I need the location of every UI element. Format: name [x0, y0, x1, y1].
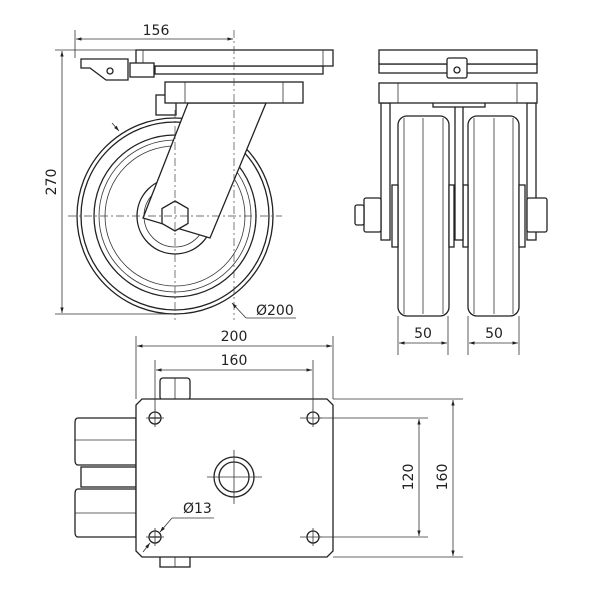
- top-plate: [135, 49, 334, 67]
- dim-200: 200: [221, 329, 248, 345]
- axle-nut-right: [526, 197, 548, 233]
- wheel-left-bottom: [74, 417, 137, 466]
- wheel-left: [397, 115, 450, 317]
- fork-leg-left: [380, 102, 391, 241]
- dim-hole-diameter: Ø13: [183, 501, 212, 517]
- brake-lock: [446, 57, 468, 79]
- dim-120: 120: [401, 464, 417, 491]
- center-plate: [454, 99, 464, 241]
- brake-lever: [80, 58, 129, 81]
- side-view: [68, 30, 334, 320]
- front-dimensions: 50 50: [397, 316, 520, 355]
- dim-270: 270: [44, 169, 60, 196]
- bottom-view: [74, 377, 334, 568]
- dim-wheel-width-left: 50: [414, 326, 432, 342]
- axle-nut-left: [363, 197, 382, 233]
- dim-160-horizontal: 160: [221, 353, 248, 369]
- dim-wheel-width-right: 50: [485, 326, 503, 342]
- dim-160-vertical: 160: [435, 464, 451, 491]
- wheel-right: [467, 115, 520, 317]
- front-view: [354, 49, 548, 317]
- side-dimensions: 156 270 Ø200: [44, 23, 296, 319]
- dim-wheel-diameter: Ø200: [256, 303, 294, 319]
- swivel-block-front: [378, 82, 538, 104]
- bottom-dimensions: 200 160 120 160 Ø13: [135, 329, 463, 558]
- dim-156: 156: [143, 23, 170, 39]
